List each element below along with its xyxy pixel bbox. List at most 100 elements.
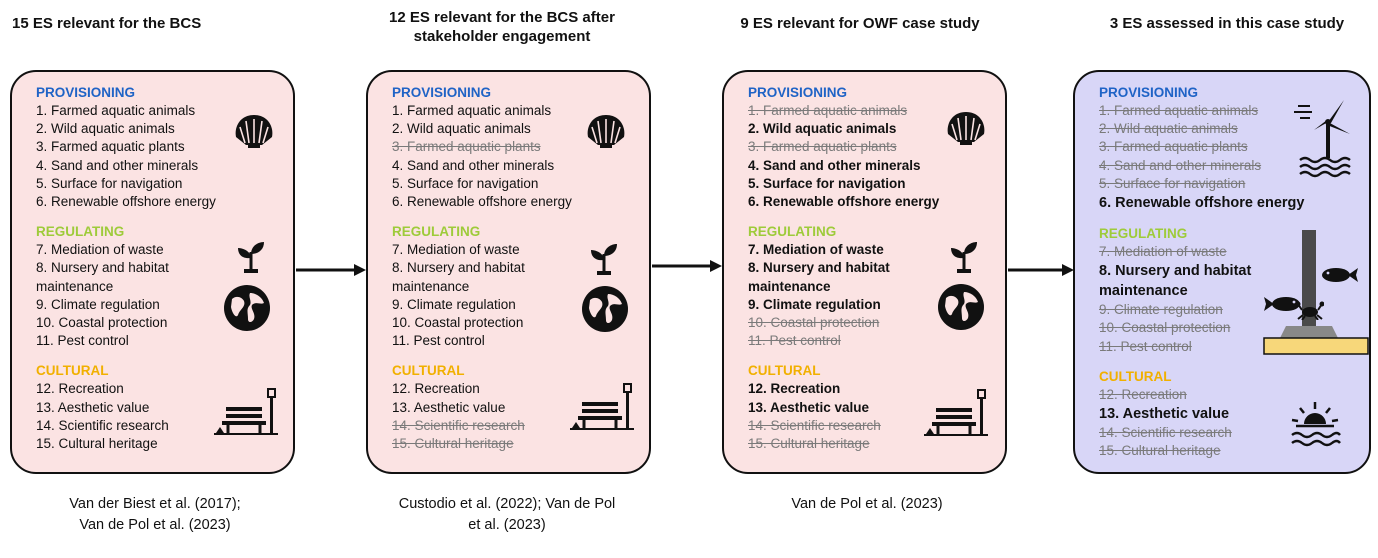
es-item-excluded: 3. Farmed aquatic plants	[748, 139, 897, 155]
es-item-excluded: 1. Farmed aquatic animals	[748, 103, 908, 118]
es-item-excluded: 10. Coastal protection	[1099, 320, 1231, 336]
es-item: 4. Sand and other minerals	[392, 157, 555, 173]
es-item-selected: 12. Recreation	[748, 381, 841, 397]
section-provisioning: PROVISIONING	[748, 85, 848, 100]
column-4-title: 3 ES assessed in this case study	[1109, 15, 1345, 32]
offshore-foundation-icon	[1263, 230, 1369, 355]
shell-icon	[587, 115, 625, 148]
arrow-right-icon	[1008, 264, 1074, 276]
es-item-excluded: 11. Pest control	[1099, 338, 1192, 354]
es-item: 6. Renewable offshore energy	[36, 194, 216, 210]
es-item-selected: 8. Nursery and habitat maintenance	[748, 260, 890, 294]
section-regulating: REGULATING	[748, 224, 837, 240]
es-item-excluded: 15. Cultural heritage	[748, 436, 870, 452]
section-regulating: REGULATING	[392, 224, 481, 240]
arrow-right-icon	[296, 264, 366, 276]
es-item-excluded: 2. Wild aquatic animals	[1099, 121, 1238, 137]
es-item: 10. Coastal protection	[392, 315, 524, 331]
citation-column-1: Van der Biest et al. (2017); Van de Pol …	[69, 496, 241, 533]
crab-icon	[1296, 301, 1324, 320]
es-item-excluded: 1. Farmed aquatic animals	[1099, 103, 1259, 118]
es-item: 6. Renewable offshore energy	[392, 194, 572, 210]
sprout-icon	[591, 244, 617, 275]
es-item: 8. Nursery and habitat maintenance	[392, 260, 525, 294]
es-item-excluded: 14. Scientific research	[392, 417, 525, 433]
park-bench-icon	[924, 389, 988, 436]
es-item: 9. Climate regulation	[36, 296, 160, 312]
es-item-assessed: 13. Aesthetic value	[1099, 406, 1230, 423]
es-item-excluded: 15. Cultural heritage	[392, 436, 514, 452]
section-provisioning: PROVISIONING	[1099, 85, 1199, 100]
es-item: 11. Pest control	[392, 333, 485, 349]
es-item: 14. Scientific research	[36, 417, 169, 433]
es-item: 2. Wild aquatic animals	[36, 121, 175, 137]
es-item-selected: 2. Wild aquatic animals	[748, 121, 897, 137]
es-item-excluded: 4. Sand and other minerals	[1099, 157, 1262, 173]
es-item: 12. Recreation	[36, 381, 124, 397]
sunset-sea-icon	[1291, 402, 1341, 447]
es-item: 1. Farmed aquatic animals	[36, 103, 196, 118]
fish-icon	[1322, 268, 1358, 282]
citation-column-2: Custodio et al. (2022); Van de Pol et al…	[398, 496, 616, 533]
es-item: 9. Climate regulation	[392, 296, 516, 312]
es-item: 5. Surface for navigation	[36, 175, 183, 191]
column-2-title: 12 ES relevant for the BCS after stakeho…	[389, 9, 615, 45]
es-item: 4. Sand and other minerals	[36, 157, 199, 173]
globe-icon	[938, 284, 984, 330]
section-cultural: CULTURAL	[1099, 368, 1172, 384]
section-cultural: CULTURAL	[392, 363, 465, 379]
globe-icon	[224, 285, 270, 331]
es-item-excluded: 14. Scientific research	[1099, 425, 1232, 441]
citation-column-3: Van de Pol et al. (2023)	[791, 496, 943, 512]
es-item-excluded: 9. Climate regulation	[1099, 302, 1223, 318]
section-cultural: CULTURAL	[748, 363, 821, 379]
es-item: 2. Wild aquatic animals	[392, 121, 531, 137]
section-regulating: REGULATING	[1099, 226, 1188, 242]
es-item: 11. Pest control	[36, 333, 129, 349]
es-item-excluded: 5. Surface for navigation	[1099, 175, 1246, 191]
section-cultural: CULTURAL	[36, 363, 109, 379]
section-provisioning: PROVISIONING	[36, 85, 136, 100]
es-item-assessed: 6. Renewable offshore energy	[1099, 195, 1305, 212]
es-item-excluded: 7. Mediation of waste	[1099, 244, 1227, 260]
sprout-icon	[238, 242, 264, 273]
es-item: 8. Nursery and habitat maintenance	[36, 260, 169, 294]
es-item: 3. Farmed aquatic plants	[36, 139, 185, 155]
es-item-excluded: 3. Farmed aquatic plants	[1099, 139, 1248, 155]
es-item-excluded: 10. Coastal protection	[748, 315, 880, 331]
es-item-excluded: 11. Pest control	[748, 333, 841, 349]
fish-icon	[1264, 297, 1300, 311]
es-item: 12. Recreation	[392, 381, 480, 397]
es-item-assessed: 8. Nursery and habitat maintenance	[1099, 263, 1252, 300]
park-bench-icon	[214, 388, 278, 435]
es-item-selected: 13. Aesthetic value	[748, 399, 870, 415]
shell-icon	[235, 115, 273, 148]
globe-icon	[582, 286, 628, 332]
es-item-selected: 6. Renewable offshore energy	[748, 194, 940, 210]
section-regulating: REGULATING	[36, 224, 125, 240]
es-item: 10. Coastal protection	[36, 315, 168, 331]
es-item: 15. Cultural heritage	[36, 436, 158, 452]
column-1-title: 15 ES relevant for the BCS	[12, 15, 202, 32]
es-item-selected: 9. Climate regulation	[748, 296, 881, 312]
es-item: 1. Farmed aquatic animals	[392, 103, 552, 118]
shell-icon	[947, 112, 985, 145]
es-item: 5. Surface for navigation	[392, 175, 539, 191]
es-item-excluded: 12. Recreation	[1099, 386, 1187, 402]
es-item-excluded: 15. Cultural heritage	[1099, 443, 1221, 459]
es-item: 7. Mediation of waste	[36, 242, 164, 258]
park-bench-icon	[570, 383, 634, 430]
arrow-right-icon	[652, 260, 722, 272]
es-item-excluded: 3. Farmed aquatic plants	[392, 139, 541, 155]
es-item-selected: 4. Sand and other minerals	[748, 157, 921, 173]
es-item: 13. Aesthetic value	[36, 399, 150, 415]
es-item-excluded: 14. Scientific research	[748, 417, 881, 433]
panel-assessed-3: PROVISIONING 1. Farmed aquatic animals 2…	[1073, 70, 1371, 474]
column-3-title: 9 ES relevant for OWF case study	[740, 15, 980, 32]
sprout-icon	[951, 242, 977, 273]
section-provisioning: PROVISIONING	[392, 85, 492, 100]
es-item-selected: 7. Mediation of waste	[748, 242, 884, 258]
es-item-selected: 5. Surface for navigation	[748, 175, 906, 191]
es-item: 7. Mediation of waste	[392, 242, 520, 258]
es-item: 13. Aesthetic value	[392, 399, 506, 415]
